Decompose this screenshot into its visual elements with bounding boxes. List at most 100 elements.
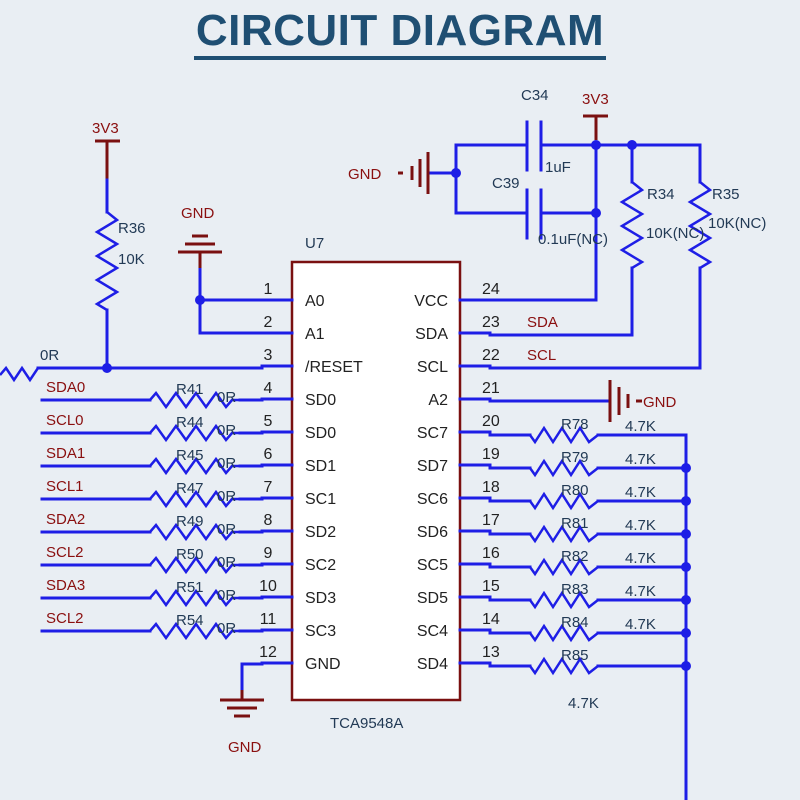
pullup-ref: R85 (561, 647, 589, 664)
pin-number: 22 (482, 347, 500, 364)
pullup-value: 4.7K (625, 583, 656, 600)
resistor-value: 0R (217, 389, 236, 406)
resistor-value: 0R (217, 620, 236, 637)
pullup-value: 4.7K (625, 418, 656, 435)
r35-value: 10K(NC) (708, 215, 766, 232)
pin-name: A1 (305, 326, 325, 343)
pullup-value: 4.7K (625, 517, 656, 534)
pin-number: 4 (264, 380, 273, 397)
gnd-symbol-pin12 (220, 690, 264, 718)
pin-number: 6 (264, 446, 273, 463)
chip-ref: U7 (305, 235, 324, 252)
pullup-value: 4.7K (625, 616, 656, 633)
gnd-label-caps: GND (348, 166, 382, 183)
pin-number: 9 (264, 545, 273, 562)
r34-value: 10K(NC) (646, 225, 704, 242)
pin-number: 11 (260, 611, 277, 628)
vcc-label-main: 3V3 (582, 91, 609, 108)
pin-name: SD3 (305, 590, 336, 607)
pullup-ref: R80 (561, 482, 589, 499)
pullup-ref: R79 (561, 449, 589, 466)
resistor-value: 0R (217, 587, 236, 604)
pullup-value: 4.7K (625, 550, 656, 567)
pin-number: 18 (482, 479, 500, 496)
address-wires (198, 266, 264, 335)
channel-net-label: SDA2 (46, 511, 85, 528)
junction (102, 363, 112, 373)
r34-resistor (619, 181, 645, 270)
reset-res-value: 0R (40, 347, 59, 364)
pin-name: VCC (414, 293, 448, 310)
cap-wires (454, 143, 702, 302)
pullup-resistor (528, 524, 599, 544)
pullup-resistor (528, 623, 599, 643)
vcc-symbol-r36 (95, 139, 120, 180)
series-resistor (149, 522, 240, 542)
series-resistor (149, 489, 240, 509)
gnd-label-pin12: GND (228, 739, 262, 756)
pin-name: SC7 (417, 425, 448, 442)
series-resistor (149, 621, 240, 641)
channel-net-label: SCL2 (46, 544, 84, 561)
channel-net-label: SCL2 (46, 610, 84, 627)
pin-name: /RESET (305, 359, 363, 376)
pin-number: 2 (264, 314, 273, 331)
pin-name: SC1 (305, 491, 336, 508)
sda-net-label: SDA (527, 314, 558, 331)
gnd-wire-pin12 (240, 662, 264, 692)
pullup-ref: R81 (561, 515, 589, 532)
pin-name: SC5 (417, 557, 448, 574)
resistor-value: 0R (217, 521, 236, 538)
gnd-label-address: GND (181, 205, 215, 222)
resistor-ref: R50 (176, 546, 204, 563)
channel-net-label: SDA0 (46, 379, 85, 396)
c39-value: 0.1uF(NC) (538, 231, 608, 248)
channel-net-label: SDA3 (46, 577, 85, 594)
vcc-label-r36: 3V3 (92, 120, 119, 137)
pullup-resistor (528, 590, 599, 610)
pin-number: 17 (482, 512, 500, 529)
junction (591, 140, 601, 150)
series-resistor (149, 456, 240, 476)
diagram-title: CIRCUIT DIAGRAM (0, 6, 800, 60)
capacitor-plates (525, 120, 543, 240)
series-resistor (149, 555, 240, 575)
pin-number: 24 (482, 281, 500, 298)
reset-resistor (0, 365, 40, 383)
resistor-value: 0R (217, 422, 236, 439)
pin-number: 7 (264, 479, 273, 496)
pin-number: 5 (264, 413, 273, 430)
r34-ref: R34 (647, 186, 675, 203)
pin-name: SC4 (417, 623, 448, 640)
gnd-symbol-address (178, 234, 222, 268)
series-resistor (149, 588, 240, 608)
pin-name: SD2 (305, 524, 336, 541)
pin-name: SD0 (305, 425, 336, 442)
pullup-resistor (528, 425, 599, 445)
pin-number: 21 (482, 380, 500, 397)
pin-name: SCL (417, 359, 448, 376)
resistor-value: 0R (217, 455, 236, 472)
resistor-ref: R51 (176, 579, 204, 596)
gnd-label-a2: GND (643, 394, 677, 411)
pin-name: SC3 (305, 623, 336, 640)
resistor-value: 0R (217, 488, 236, 505)
series-resistor (149, 423, 240, 443)
sda-scl-wires (488, 266, 702, 370)
pin-name: SD6 (417, 524, 448, 541)
series-resistor (149, 390, 240, 410)
channel-net-label: SCL1 (46, 478, 84, 495)
right-pins: 24VCC23SDA22SCL21A220SC719SD718SC617SD61… (414, 281, 500, 673)
pullup-resistor (528, 458, 599, 478)
r35-ref: R35 (712, 186, 740, 203)
r85-value-bottom: 4.7K (568, 695, 599, 712)
gnd-symbol-caps (398, 152, 430, 194)
resistor-ref: R54 (176, 612, 204, 629)
pin-name: SD7 (417, 458, 448, 475)
pin-number: 15 (482, 578, 500, 595)
junction (591, 208, 601, 218)
scl-net-label: SCL (527, 347, 556, 364)
pin-number: 16 (482, 545, 500, 562)
